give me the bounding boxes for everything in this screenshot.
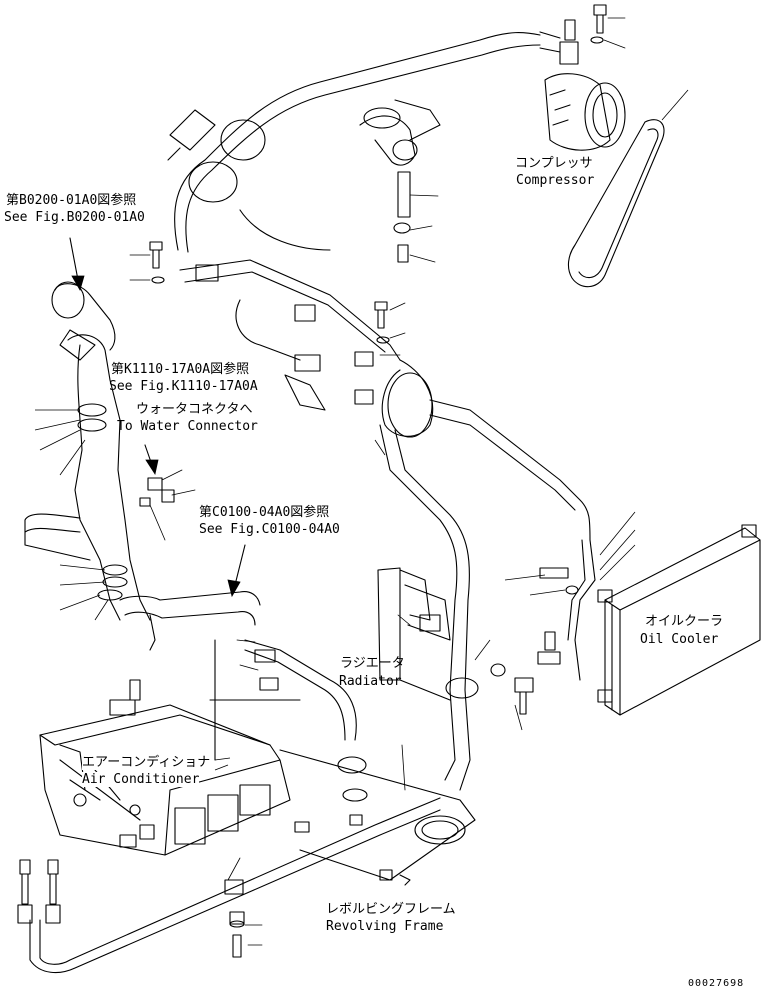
oil-cooler-label-en: Oil Cooler [640, 632, 719, 647]
oil-cooler-label-jp: オイルクーラ [645, 614, 724, 629]
ref-c0100-en: See Fig.C0100-04A0 [199, 522, 340, 537]
bolt-top [590, 4, 626, 49]
lower-ac-pipe [236, 639, 368, 802]
drawing-number: 00027698 [688, 978, 745, 989]
left-water-hose [24, 281, 151, 621]
compressor-label-en: Compressor [516, 173, 595, 188]
oil-cooler-hoses [490, 539, 596, 715]
mid-bolts [129, 241, 406, 356]
arrows [69, 237, 246, 598]
radiator [377, 567, 451, 701]
left-leader-lines [34, 409, 109, 621]
compressor [539, 19, 626, 151]
air-conditioner [39, 679, 291, 856]
ref-c0100-jp: 第C0100-04A0図参照 [199, 505, 330, 520]
revolving-frame [209, 639, 476, 886]
frame-label-jp: レボルビングフレーム [326, 902, 456, 917]
frame-label-en: Revolving Frame [326, 919, 444, 934]
radiator-label-jp: ラジエータ [340, 656, 405, 671]
water-connector-jp: ウォータコネクタへ [136, 402, 253, 417]
fittings-stack [393, 171, 439, 263]
ref-k1110-en: See Fig.K1110-17A0A [109, 379, 258, 394]
compressor-label-jp: コンプレッサ [515, 156, 593, 171]
radiator-label-en: Radiator [339, 674, 402, 689]
aircon-label-jp: エアーコンディショナ [82, 755, 211, 770]
drive-belt [567, 119, 665, 288]
bottom-left-fittings [17, 859, 61, 924]
elbow-hose [359, 99, 441, 166]
middle-pipe [179, 259, 591, 791]
bottom-pipe [29, 797, 441, 974]
aircon-label-en: Air Conditioner [82, 772, 200, 787]
ref-b0200-jp: 第B0200-01A0図参照 [6, 193, 137, 208]
ref-k1110-jp: 第K1110-17A0A図参照 [111, 362, 250, 377]
upper-hose [174, 32, 541, 253]
mid-fittings [139, 469, 196, 541]
oil-cooler [597, 524, 761, 716]
lower-pipe [119, 591, 261, 651]
ac-leaders [214, 757, 231, 771]
ref-b0200-en: See Fig.B0200-01A0 [4, 210, 145, 225]
oil-cooler-leaders [374, 439, 636, 731]
hose-clamps-upper [167, 109, 266, 203]
middle-clamps [195, 264, 479, 699]
water-connector-en: To Water Connector [117, 419, 258, 434]
